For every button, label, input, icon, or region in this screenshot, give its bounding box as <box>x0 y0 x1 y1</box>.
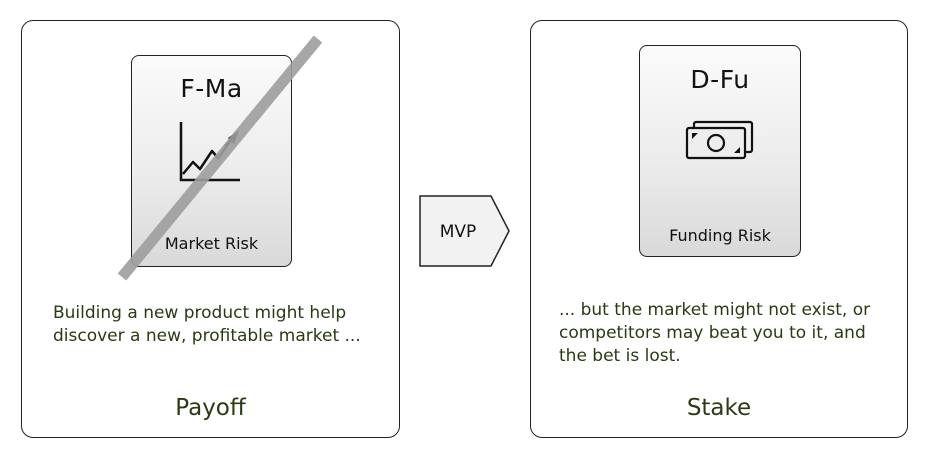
card-code: F-Ma <box>180 74 243 103</box>
mvp-label: MVP <box>439 222 477 242</box>
card-risk-label: Funding Risk <box>669 226 771 245</box>
mvp-arrow <box>419 195 510 267</box>
stake-description: ... but the market might not exist, or c… <box>559 300 871 366</box>
market-risk-card: F-Ma Market Risk <box>131 55 292 267</box>
banknote-icon <box>685 120 754 160</box>
card-risk-label: Market Risk <box>164 234 259 253</box>
card-code: D-Fu <box>690 65 750 94</box>
chart-up-icon <box>179 122 240 182</box>
payoff-description: Building a new product might help discov… <box>53 303 361 346</box>
stake-panel: D-Fu Funding Risk ... but the market mig… <box>530 20 908 438</box>
funding-risk-card: D-Fu Funding Risk <box>639 45 801 257</box>
stake-title: Stake <box>686 395 752 421</box>
payoff-panel: F-Ma Market Risk Building a new product … <box>21 20 400 438</box>
payoff-title: Payoff <box>175 395 246 421</box>
